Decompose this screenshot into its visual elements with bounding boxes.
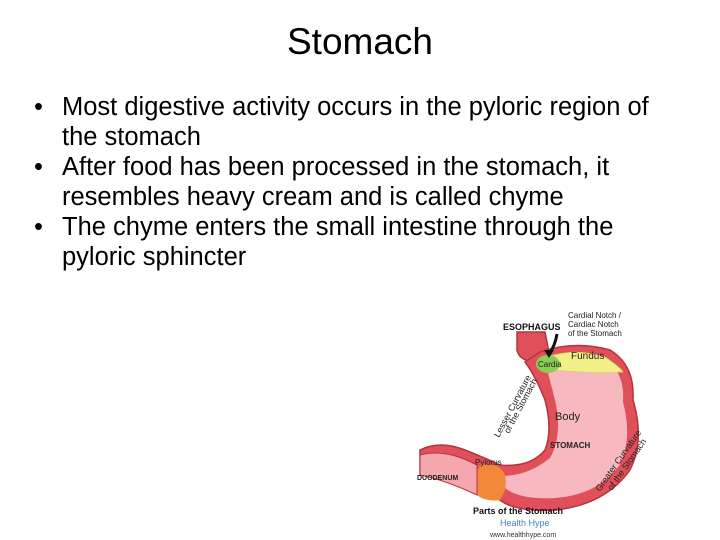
pylorus-label: Pylorus: [475, 458, 502, 467]
bullet-dot: •: [34, 153, 43, 181]
fundus-label: Fundus: [571, 351, 604, 362]
figure-url: www.healthhype.com: [489, 532, 556, 539]
stomach-inner-shape: [490, 356, 628, 499]
cardia-region: [536, 355, 560, 373]
bullet-text: After food has been processed in the sto…: [62, 153, 610, 211]
bullet-list: • Most digestive activity occurs in the p…: [30, 92, 690, 272]
bullet-item: • After food has been processed in the st…: [30, 152, 690, 212]
figure-caption: Parts of the Stomach: [473, 506, 563, 516]
figure-brand: Health Hype: [500, 518, 550, 528]
cardial-notch-label-1: Cardial Notch /: [568, 311, 622, 320]
notch-arrowhead: [544, 350, 554, 358]
bullet-text: The chyme enters the small intestine thr…: [62, 213, 614, 271]
body-label: Body: [555, 411, 581, 423]
esophagus-label: ESOPHAGUS: [503, 322, 561, 332]
bullet-text: Most digestive activity occurs in the py…: [62, 93, 649, 151]
cardia-label: Cardia: [538, 360, 562, 369]
bullet-dot: •: [34, 213, 43, 241]
stomach-diagram: ESOPHAGUS Cardial Notch / Cardiac Notch …: [405, 290, 720, 540]
slide-title: Stomach: [286, 21, 433, 62]
duodenum-shape: [419, 452, 478, 496]
fundus-region: [549, 351, 624, 374]
pylorus-region: [475, 464, 506, 501]
bullet-item: • Most digestive activity occurs in the p…: [30, 92, 690, 152]
stomach-illustration: ESOPHAGUS Cardial Notch / Cardiac Notch …: [417, 311, 648, 539]
duodenum-label: DUODENUM: [417, 475, 458, 482]
cardial-notch-label-2: Cardiac Notch: [568, 320, 619, 329]
bullet-dot: •: [34, 93, 43, 121]
stomach-label: STOMACH: [550, 441, 591, 450]
cardial-notch-label-3: of the Stomach: [568, 329, 622, 338]
bullet-item: • The chyme enters the small intestine th…: [30, 212, 692, 272]
